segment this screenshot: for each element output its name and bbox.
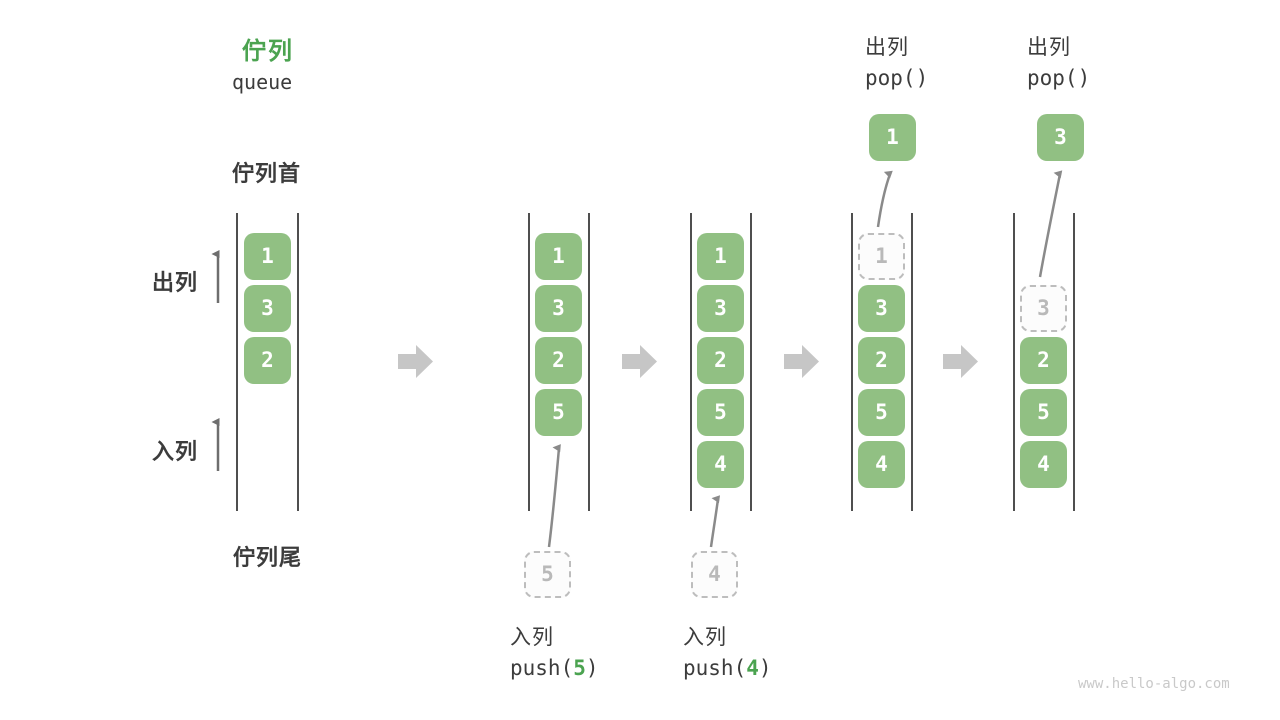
queue-item: 1	[697, 233, 744, 280]
queue-wall	[750, 213, 752, 511]
popped-item: 1	[869, 114, 916, 161]
transition-arrow-icon	[784, 345, 819, 378]
queue-item: 2	[697, 337, 744, 384]
enqueue-side-label: 入列	[152, 440, 199, 465]
push-operation-label: 入列	[510, 625, 554, 649]
queue-item: 5	[1020, 389, 1067, 436]
queue-item: 5	[858, 389, 905, 436]
push4-arrow-icon	[709, 495, 721, 548]
queue-item: 3	[535, 285, 582, 332]
dequeue-side-label: 出列	[152, 271, 199, 296]
queue-item-ghost: 1	[858, 233, 905, 280]
queue-item: 4	[1020, 441, 1067, 488]
queue-item: 3	[244, 285, 291, 332]
pop-operation-label: 出列	[865, 35, 909, 59]
queue-item: 5	[535, 389, 582, 436]
queue-wall	[911, 213, 913, 511]
diagram-title-en: queue	[232, 70, 293, 94]
queue-rear-label: 佇列尾	[233, 546, 303, 571]
queue-wall	[528, 213, 530, 511]
queue-item-ghost: 3	[1020, 285, 1067, 332]
queue-item: 2	[535, 337, 582, 384]
queue-wall	[588, 213, 590, 511]
queue-item: 2	[244, 337, 291, 384]
queue-item: 3	[858, 285, 905, 332]
push-operation-code: push(4)	[683, 656, 772, 680]
pop-operation-code: pop()	[1027, 66, 1091, 90]
queue-wall	[236, 213, 238, 511]
queue-item: 4	[858, 441, 905, 488]
pop1-arrow-icon	[876, 170, 893, 228]
queue-item: 1	[535, 233, 582, 280]
queue-item: 1	[244, 233, 291, 280]
diagram-title-zh: 佇列	[242, 37, 294, 65]
queue-wall	[690, 213, 692, 511]
push5-arrow-icon	[547, 444, 561, 548]
queue-wall	[1073, 213, 1075, 511]
queue-item: 4	[697, 441, 744, 488]
transition-arrow-icon	[622, 345, 657, 378]
queue-wall	[297, 213, 299, 511]
watermark: www.hello-algo.com	[1078, 676, 1230, 692]
pending-item: 4	[691, 551, 738, 598]
pop2-arrow-icon	[1038, 170, 1063, 278]
popped-item: 3	[1037, 114, 1084, 161]
transition-arrow-icon	[943, 345, 978, 378]
transition-arrow-icon	[398, 345, 433, 378]
push-operation-code: push(5)	[510, 656, 599, 680]
queue-item: 2	[858, 337, 905, 384]
pop-operation-label: 出列	[1027, 35, 1071, 59]
pop-operation-code: pop()	[865, 66, 929, 90]
queue-item: 3	[697, 285, 744, 332]
pending-item: 5	[524, 551, 571, 598]
queue-item: 5	[697, 389, 744, 436]
queue-front-label: 佇列首	[232, 162, 302, 187]
queue-item: 2	[1020, 337, 1067, 384]
queue-wall	[1013, 213, 1015, 511]
push-operation-label: 入列	[683, 625, 727, 649]
queue-wall	[851, 213, 853, 511]
